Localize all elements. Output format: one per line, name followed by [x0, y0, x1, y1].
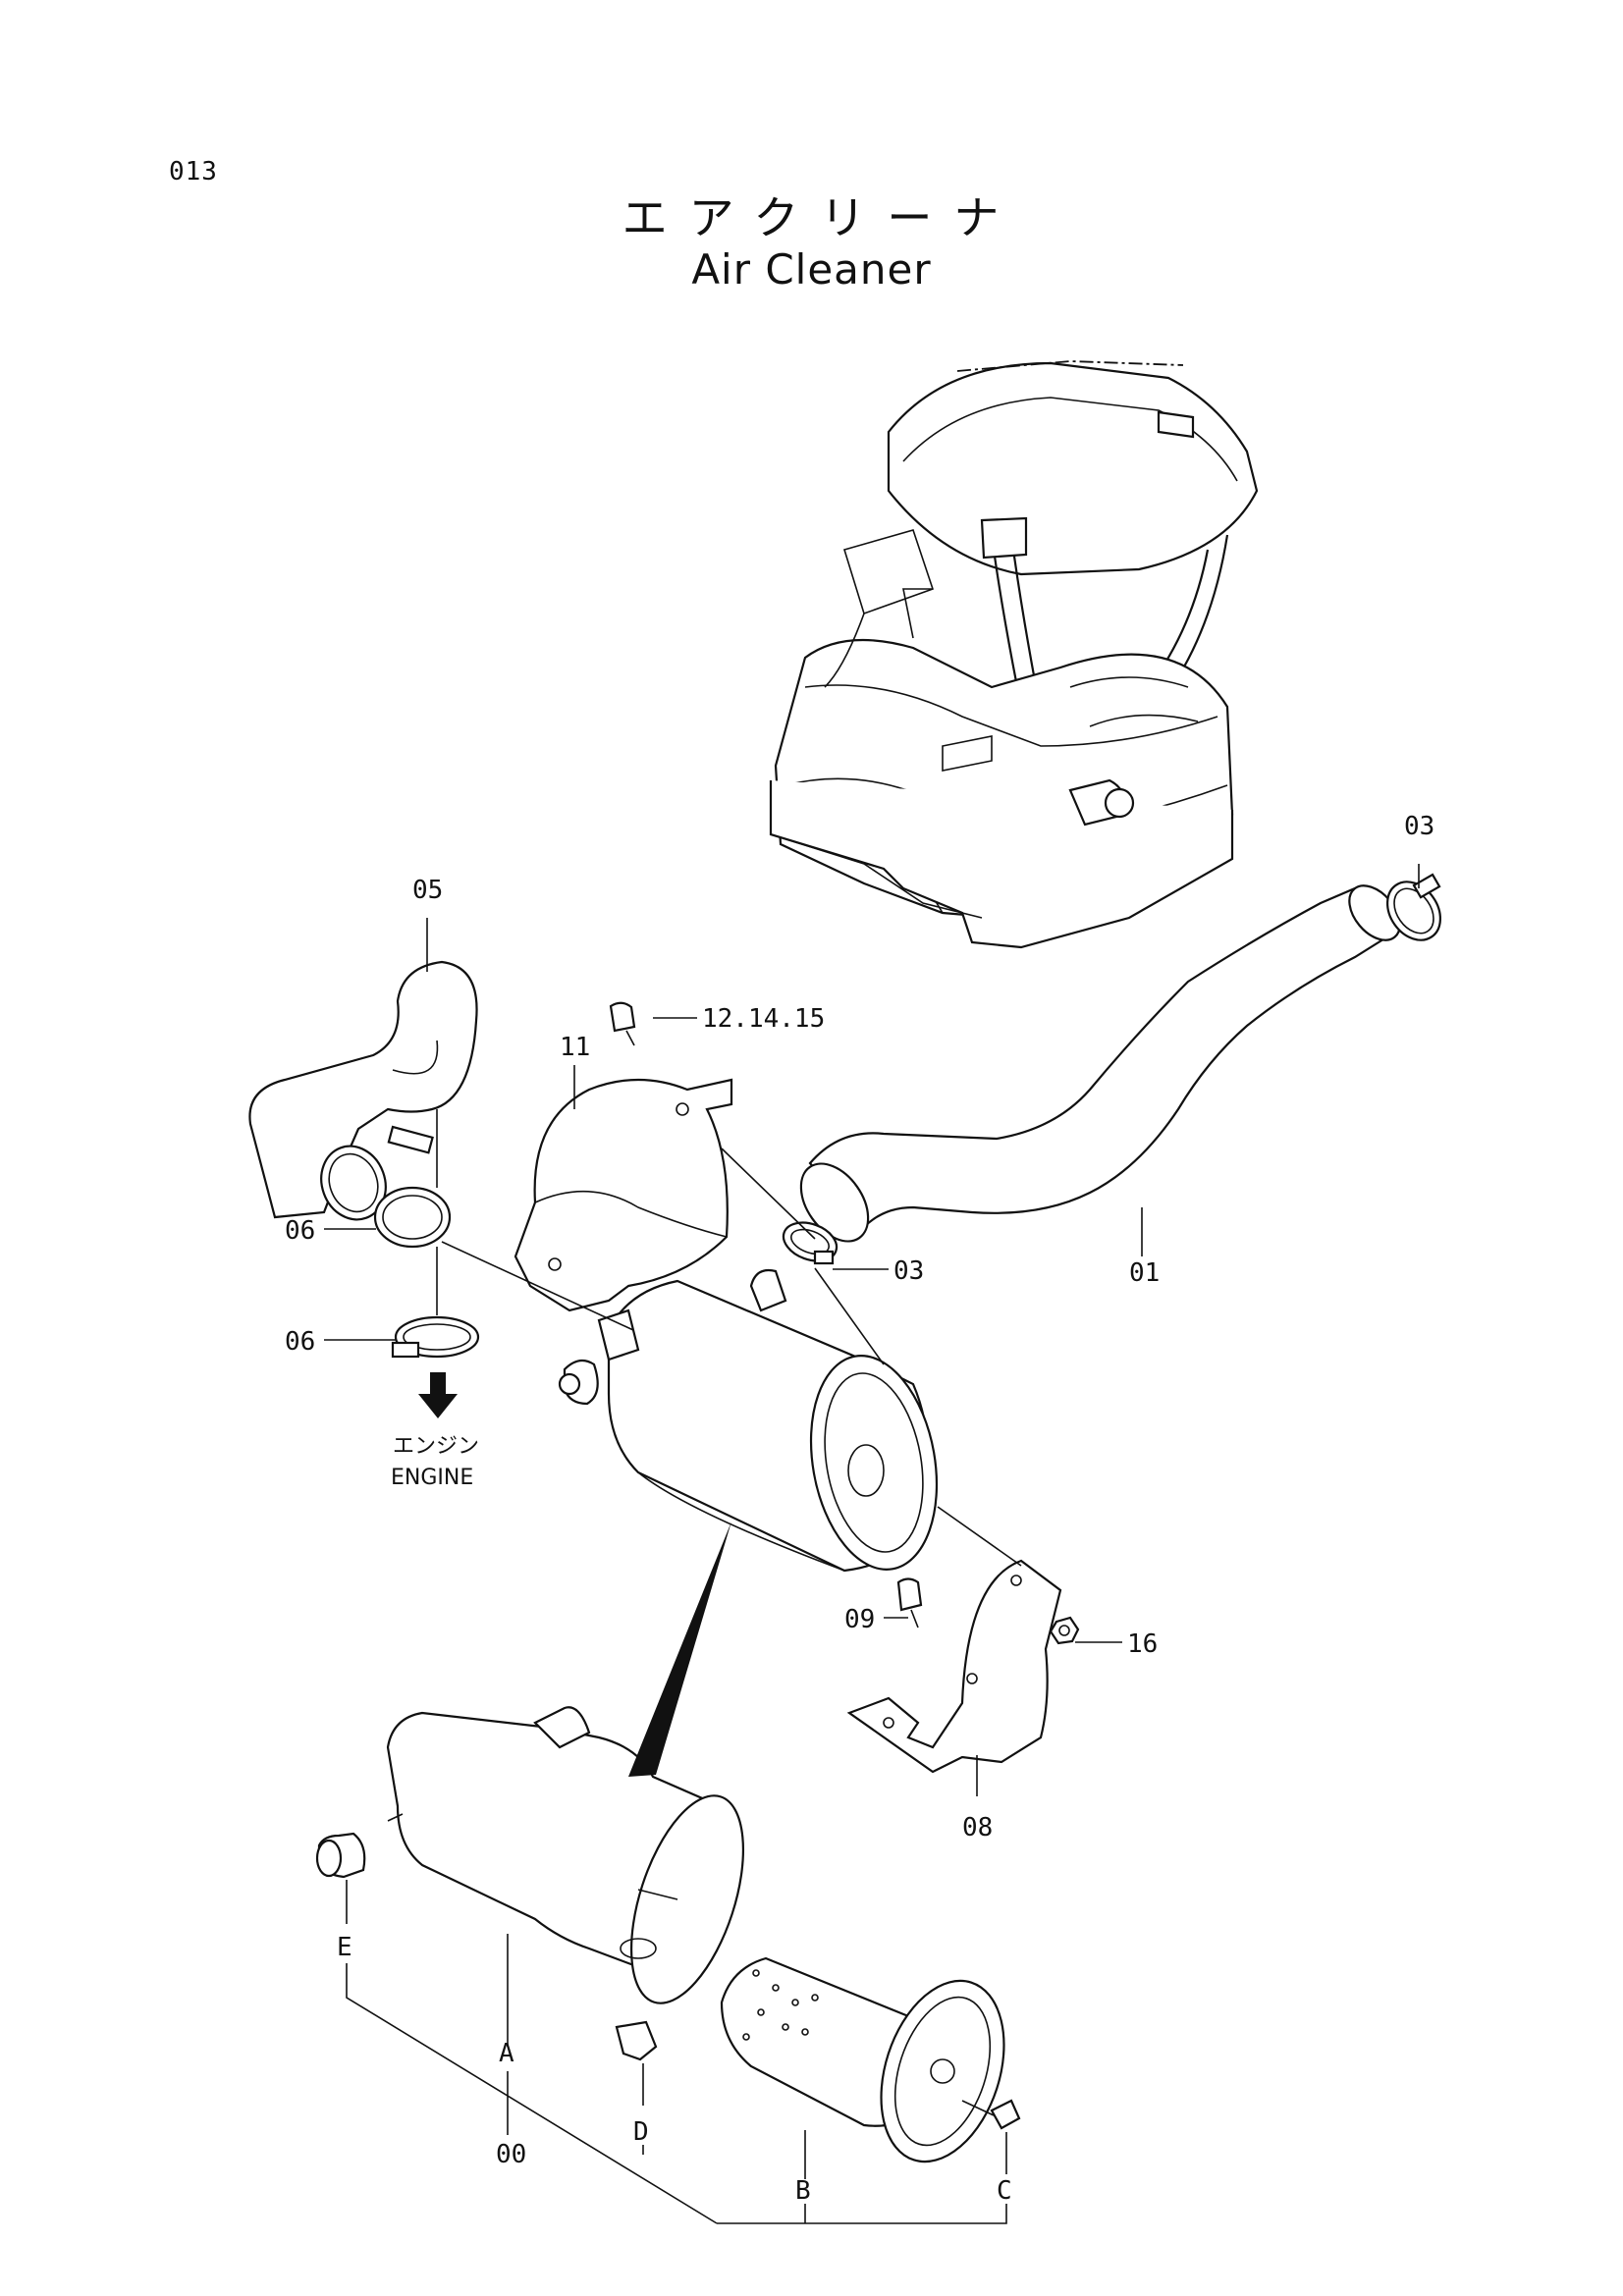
callout-c: C	[997, 2176, 1012, 2206]
engine-label-ja: エンジン	[393, 1434, 479, 1459]
air-cleaner-assembly	[558, 1268, 939, 1573]
callout-03-top: 03	[1404, 812, 1434, 841]
callout-labels: 03 01 05 06 06 11 12.14.15 03 09 16 08 E…	[285, 812, 1434, 2206]
callout-11: 11	[560, 1033, 590, 1062]
title-english: Air Cleaner	[691, 245, 932, 294]
detail-pointer	[628, 1522, 731, 1777]
callout-05: 05	[412, 876, 443, 905]
callout-d: D	[633, 2117, 649, 2147]
callout-12-14-15: 12.14.15	[702, 1004, 825, 1034]
engine-label-en: ENGINE	[391, 1466, 473, 1490]
part-03-hose-clamp-top	[1386, 873, 1441, 941]
subpart-e-cap	[315, 1813, 404, 1879]
subpart-a-housing	[386, 1706, 745, 2004]
engine-direction-arrow	[418, 1372, 458, 1418]
part-09-bolt	[896, 1577, 923, 1629]
callout-b: B	[795, 2176, 811, 2206]
part-03-hose-clamp-mid	[782, 1221, 839, 1265]
part-05-elbow-hose	[248, 960, 478, 1221]
part-12-bolt	[609, 1001, 636, 1046]
subpart-b-filter-element	[720, 1956, 1005, 2163]
filter-perforations	[742, 1969, 819, 2041]
part-01-intake-hose	[799, 884, 1401, 1243]
part-08-lower-bracket	[846, 1559, 1062, 1774]
callout-06-upper: 06	[285, 1216, 315, 1246]
callout-08: 08	[962, 1813, 993, 1842]
subpart-c-wing-nut	[961, 2099, 1021, 2130]
callout-09: 09	[844, 1605, 875, 1634]
callout-a: A	[499, 2039, 514, 2068]
callout-00: 00	[496, 2140, 526, 2169]
page-number: 013	[169, 157, 218, 187]
callout-06-lower: 06	[285, 1327, 315, 1357]
part-11-mounting-band	[514, 1078, 733, 1312]
part-06-hose-clamp-upper	[373, 1125, 452, 1249]
subpart-d-valve	[615, 2020, 658, 2061]
callout-03-mid: 03	[893, 1256, 924, 1286]
title-japanese: エアクリーナ	[622, 191, 1021, 244]
part-16-nut	[1049, 1616, 1080, 1645]
callout-e: E	[337, 1933, 352, 1962]
machine-overview-illustration	[769, 360, 1259, 949]
callout-16: 16	[1127, 1629, 1158, 1659]
callout-01: 01	[1129, 1258, 1160, 1288]
part-06-hose-clamp-lower	[391, 1315, 480, 1359]
leader-lines	[324, 864, 1420, 2224]
